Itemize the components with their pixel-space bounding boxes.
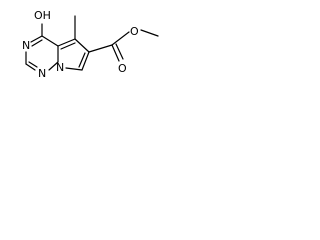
atom-label-n3: N bbox=[22, 39, 30, 52]
bond-n-bridge-n1 bbox=[48, 61, 59, 71]
bond-c4a-c5 bbox=[57, 38, 76, 47]
bond-c4-c4a bbox=[41, 35, 59, 47]
bond-carbonyl-c-ome bbox=[111, 31, 130, 46]
bond-n3-c4-double bbox=[31, 39, 43, 47]
bond-c6-c7 bbox=[81, 51, 90, 71]
atom-label-n-bridge: N bbox=[56, 61, 64, 74]
bond-carbonyl-c-o bbox=[111, 44, 120, 62]
molecule-structure-diagram: OH N N N O O bbox=[22, 9, 159, 80]
atom-label-n1: N bbox=[38, 67, 46, 80]
atom-label-hydroxyl: OH bbox=[34, 9, 51, 22]
bond-c6-c7-double bbox=[78, 52, 86, 68]
bond-carbonyl-c-o-double bbox=[115, 43, 124, 60]
bond-c6-carbonyl-c bbox=[88, 44, 113, 53]
atom-label-ester-o-carbonyl: O bbox=[118, 62, 127, 75]
bond-c5-c6 bbox=[74, 38, 90, 53]
bond-n1-c2-double bbox=[28, 61, 38, 68]
atom-labels: OH N N N O O bbox=[22, 9, 139, 80]
bond-n1-c2 bbox=[25, 63, 36, 71]
bonds bbox=[25, 15, 159, 71]
bond-o-methyl bbox=[140, 29, 159, 37]
bond-n3-c4 bbox=[30, 35, 43, 43]
bond-c4a-c5-double bbox=[60, 42, 76, 50]
bond-c7-n-bridge bbox=[65, 67, 83, 71]
atom-label-ester-o-methoxy: O bbox=[130, 25, 139, 38]
